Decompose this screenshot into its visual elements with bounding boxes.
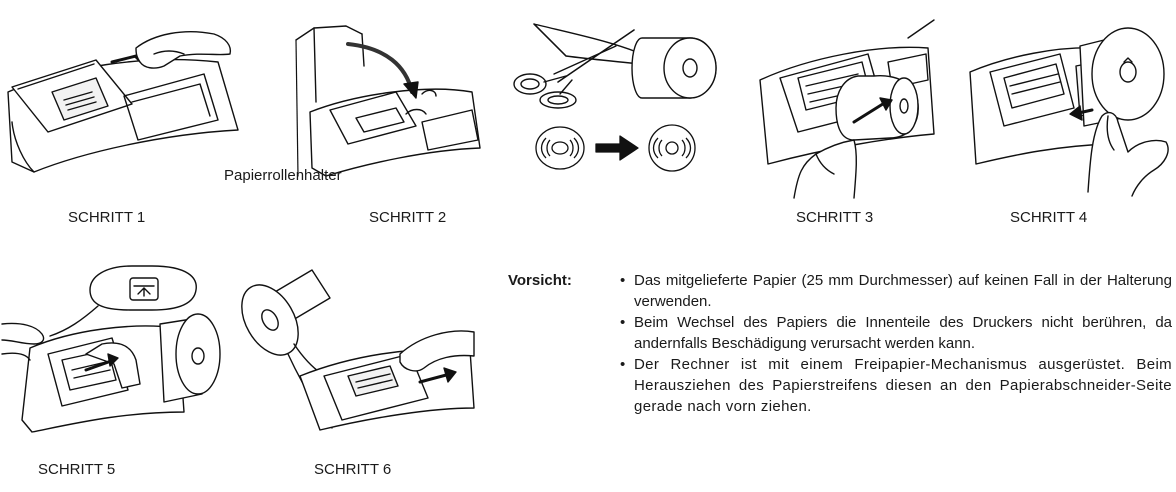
cut-paper-illustration [506, 22, 718, 110]
paper-roll-icon [628, 36, 718, 98]
paper-holder-lift-icon [286, 22, 482, 178]
paper-feed-key-icon [2, 264, 220, 432]
roll-trim-comparison [534, 124, 700, 172]
step2-label: SCHRITT 2 [369, 209, 447, 226]
insert-paper-roll-icon [758, 14, 936, 198]
hand-feeding-paper-icon [968, 12, 1174, 196]
step3-label: SCHRITT 3 [796, 209, 874, 226]
step2-illustration [286, 22, 482, 178]
step4-illustration [968, 12, 1174, 196]
step5-illustration [2, 264, 220, 432]
caution-item: Beim Wechsel des Papiers die Innenteile … [618, 312, 1172, 354]
step6-illustration [240, 258, 474, 430]
calculator-cover-removal-icon [4, 12, 246, 174]
caution-list: Das mitgelieferte Papier (25 mm Durchmes… [618, 270, 1172, 417]
caution-title: Vorsicht: [508, 272, 572, 289]
paper-roll-illustration [628, 36, 718, 98]
step6-label: SCHRITT 6 [314, 461, 392, 478]
caution-item: Das mitgelieferte Papier (25 mm Durchmes… [618, 270, 1172, 312]
step4-label: SCHRITT 4 [1010, 209, 1088, 226]
step1-label: SCHRITT 1 [68, 209, 146, 226]
step5-label: SCHRITT 5 [38, 461, 116, 478]
step1-illustration [4, 12, 246, 174]
pull-paper-strip-icon [240, 258, 474, 430]
caution-item: Der Rechner ist mit einem Freipapier-Mec… [618, 354, 1172, 417]
trim-roll-arrow-icon [534, 124, 700, 172]
scissors-cutting-paper-icon [506, 22, 718, 110]
paper-holder-callout: Papierrollenhalter [224, 167, 342, 184]
step3-illustration [758, 14, 936, 198]
